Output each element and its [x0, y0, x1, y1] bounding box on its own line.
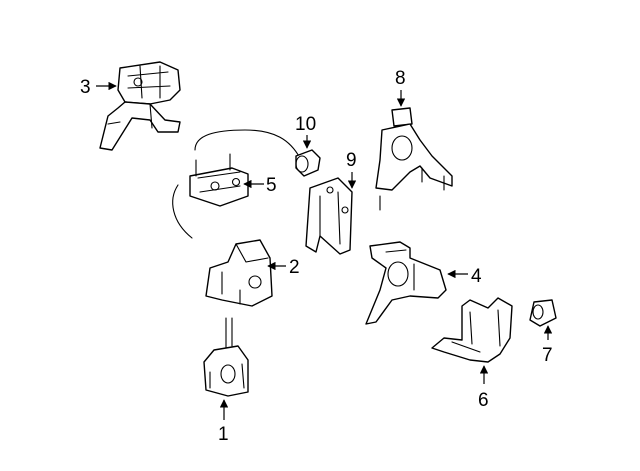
callout-labels: 3 5 10 9 8 2 4 1 6 7: [80, 68, 553, 445]
part-2-lower-mount: [205, 239, 273, 307]
part-3-engine-mount-upper: [99, 61, 181, 151]
callout-9: 9: [346, 150, 357, 171]
part-9-bracket: [305, 177, 353, 255]
leader-lines: [96, 81, 553, 420]
callout-2: 2: [289, 257, 300, 278]
callout-5: 5: [266, 175, 277, 196]
part-6-bracket: [431, 297, 513, 363]
callout-7: 7: [542, 345, 553, 366]
part-1-front-mount: [203, 317, 249, 397]
part-10-bushing: [295, 149, 321, 177]
part-7-small-bushing: [529, 299, 557, 327]
part-4-left-mount: [365, 241, 447, 325]
callout-1: 1: [218, 424, 229, 445]
callout-10: 10: [295, 114, 316, 135]
callout-3: 3: [80, 77, 91, 98]
part-5-hose-bracket: [172, 129, 301, 239]
callout-4: 4: [471, 266, 482, 287]
callout-8: 8: [395, 68, 406, 89]
part-8-rear-mount: [375, 107, 453, 211]
callout-6: 6: [478, 390, 489, 411]
